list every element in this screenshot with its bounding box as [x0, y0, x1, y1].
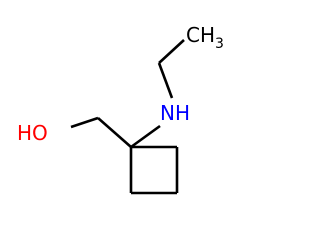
cyclobutane-ring — [129, 145, 179, 195]
chemical-structure-drawing: HO NH CH3 — [17, 23, 224, 195]
bond-ch2-to-oxygen — [70, 116, 99, 129]
bond-nitrogen-to-ch2 — [157, 62, 174, 99]
amine-label: NH — [160, 101, 190, 125]
bond-ring-to-nitrogen — [130, 124, 161, 149]
methyl-label-main: CH — [186, 23, 215, 47]
bond-ring-to-ch2 — [97, 117, 132, 148]
bond-ch2-to-methyl — [158, 39, 185, 64]
hydroxyl-label: HO — [17, 121, 48, 145]
structure-canvas: HO NH CH3 — [17, 23, 224, 195]
methyl-label-subscript: 3 — [215, 36, 224, 52]
hydroxymethyl-branch — [70, 116, 132, 148]
methyl-label: CH3 — [186, 23, 224, 52]
ethylamino-branch — [130, 39, 185, 149]
